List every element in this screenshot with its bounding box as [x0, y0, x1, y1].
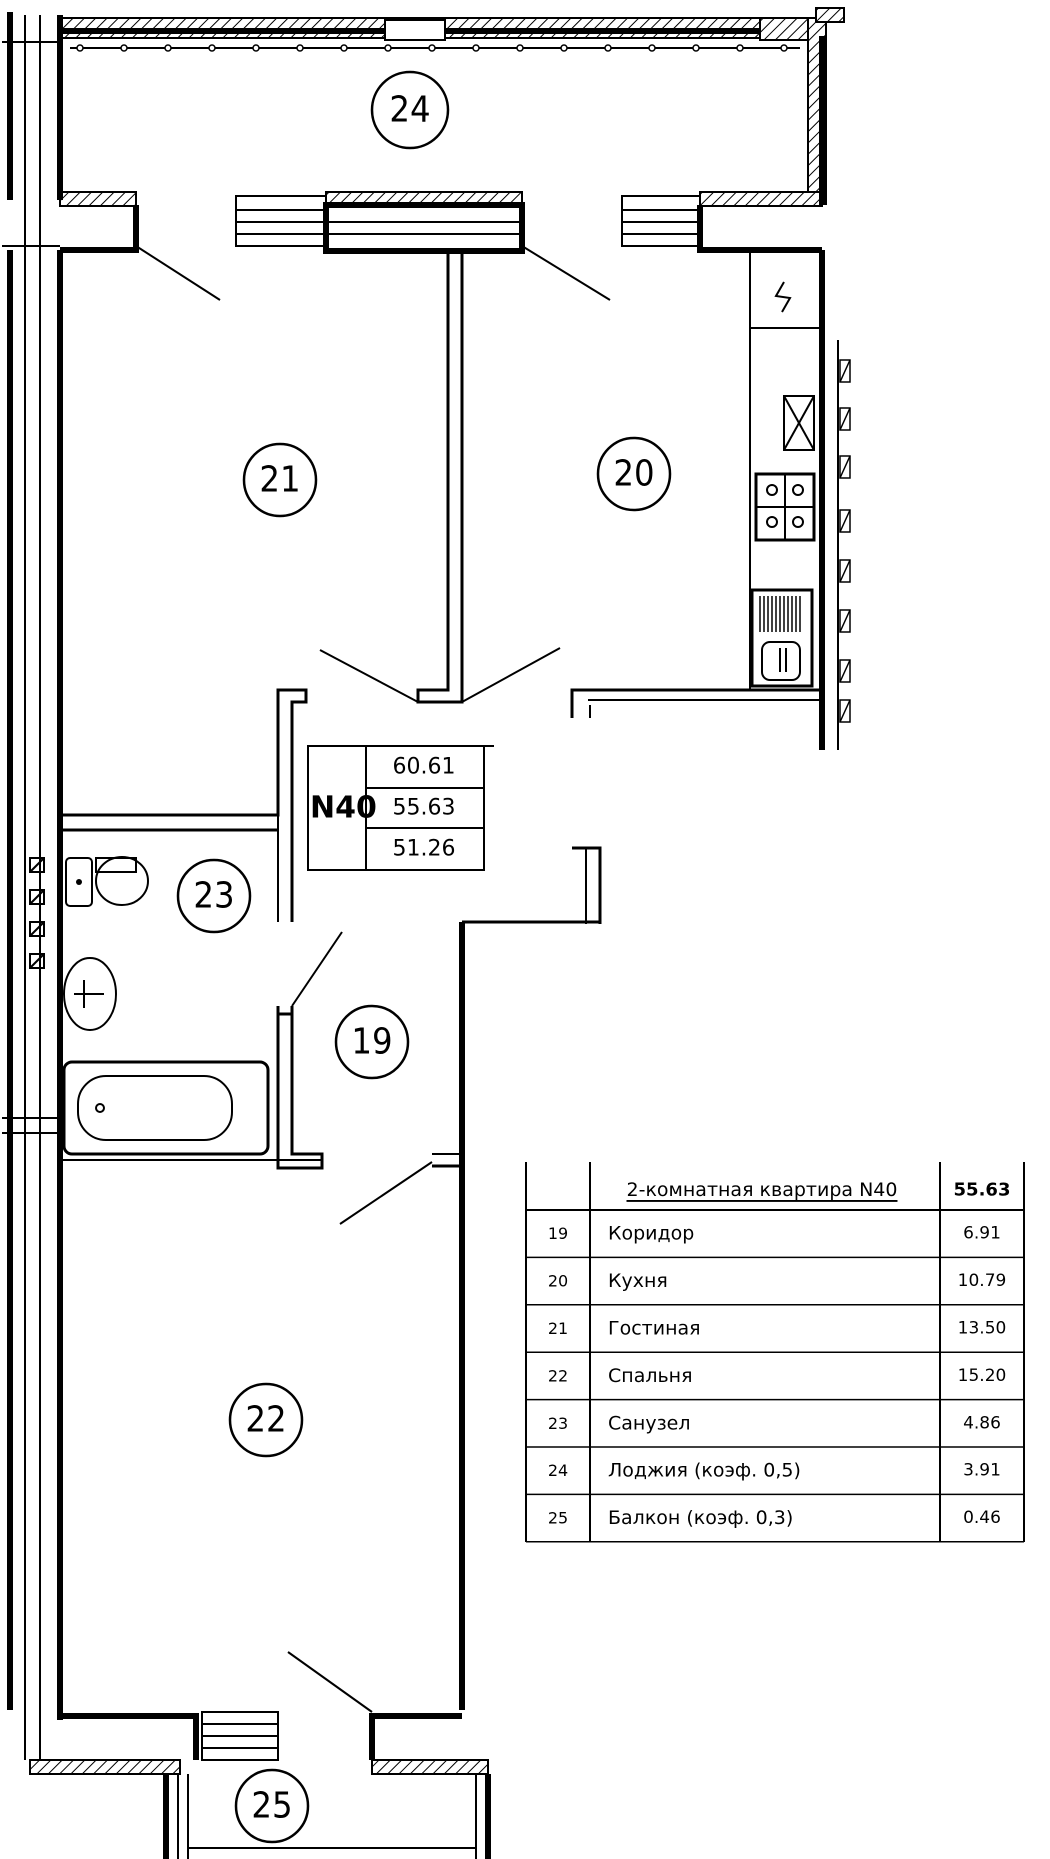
top-room-wall [60, 195, 822, 301]
table-title: 2-комнатная квартира N40 [627, 1179, 898, 1201]
apartment-badge: N40 60.61 55.63 51.26 [307, 745, 494, 871]
bottom-wall [29, 1651, 491, 1859]
total-area: 60.61 [393, 755, 456, 780]
row-number: 21 [548, 1319, 568, 1338]
vent-icons [29, 857, 45, 969]
row-number: 25 [548, 1509, 568, 1528]
interior-walls [60, 250, 602, 1710]
room-20: 20 [596, 436, 672, 512]
row-area: 4.86 [963, 1413, 1001, 1433]
svg-text:21: 21 [259, 460, 300, 501]
row-name: Гостиная [608, 1318, 701, 1340]
table-total: 55.63 [954, 1180, 1011, 1201]
svg-text:20: 20 [613, 454, 654, 495]
row-name: Балкон (коэф. 0,3) [608, 1507, 793, 1529]
row-name: Санузел [608, 1412, 691, 1434]
row-area: 10.79 [958, 1271, 1007, 1291]
svg-text:22: 22 [245, 1400, 286, 1441]
room-22: 22 [228, 1382, 304, 1458]
row-area: 0.46 [963, 1508, 1001, 1528]
row-area: 3.91 [963, 1461, 1001, 1481]
row-area: 13.50 [958, 1319, 1007, 1339]
row-name: Спальня [608, 1365, 693, 1387]
row-name: Коридор [608, 1223, 694, 1245]
left-wall [2, 12, 63, 1760]
room-24: 24 [370, 70, 450, 150]
room-25: 25 [234, 1768, 310, 1844]
area-no-balcony: 51.26 [393, 837, 456, 862]
svg-text:25: 25 [251, 1786, 292, 1827]
room-23: 23 [176, 858, 252, 934]
row-area: 6.91 [963, 1224, 1001, 1244]
svg-text:19: 19 [351, 1022, 392, 1063]
area-table: 2-комнатная квартира N40 55.63 19 Коридор… [525, 1162, 1025, 1543]
row-number: 19 [548, 1224, 568, 1243]
loggia [57, 7, 845, 207]
row-number: 23 [548, 1414, 568, 1433]
row-name: Лоджия (коэф. 0,5) [608, 1460, 801, 1482]
apartment-label: N40 [310, 791, 377, 826]
svg-text:23: 23 [193, 876, 234, 917]
row-number: 22 [548, 1366, 568, 1385]
svg-text:24: 24 [389, 90, 430, 131]
room-19: 19 [334, 1004, 410, 1080]
row-area: 15.20 [958, 1366, 1007, 1386]
row-name: Кухня [608, 1270, 668, 1292]
living-area: 55.63 [393, 796, 456, 821]
row-number: 24 [548, 1461, 568, 1480]
bathroom-fixtures [29, 856, 270, 1156]
room-21: 21 [242, 442, 318, 518]
kitchen [570, 250, 851, 750]
row-number: 20 [548, 1272, 568, 1291]
